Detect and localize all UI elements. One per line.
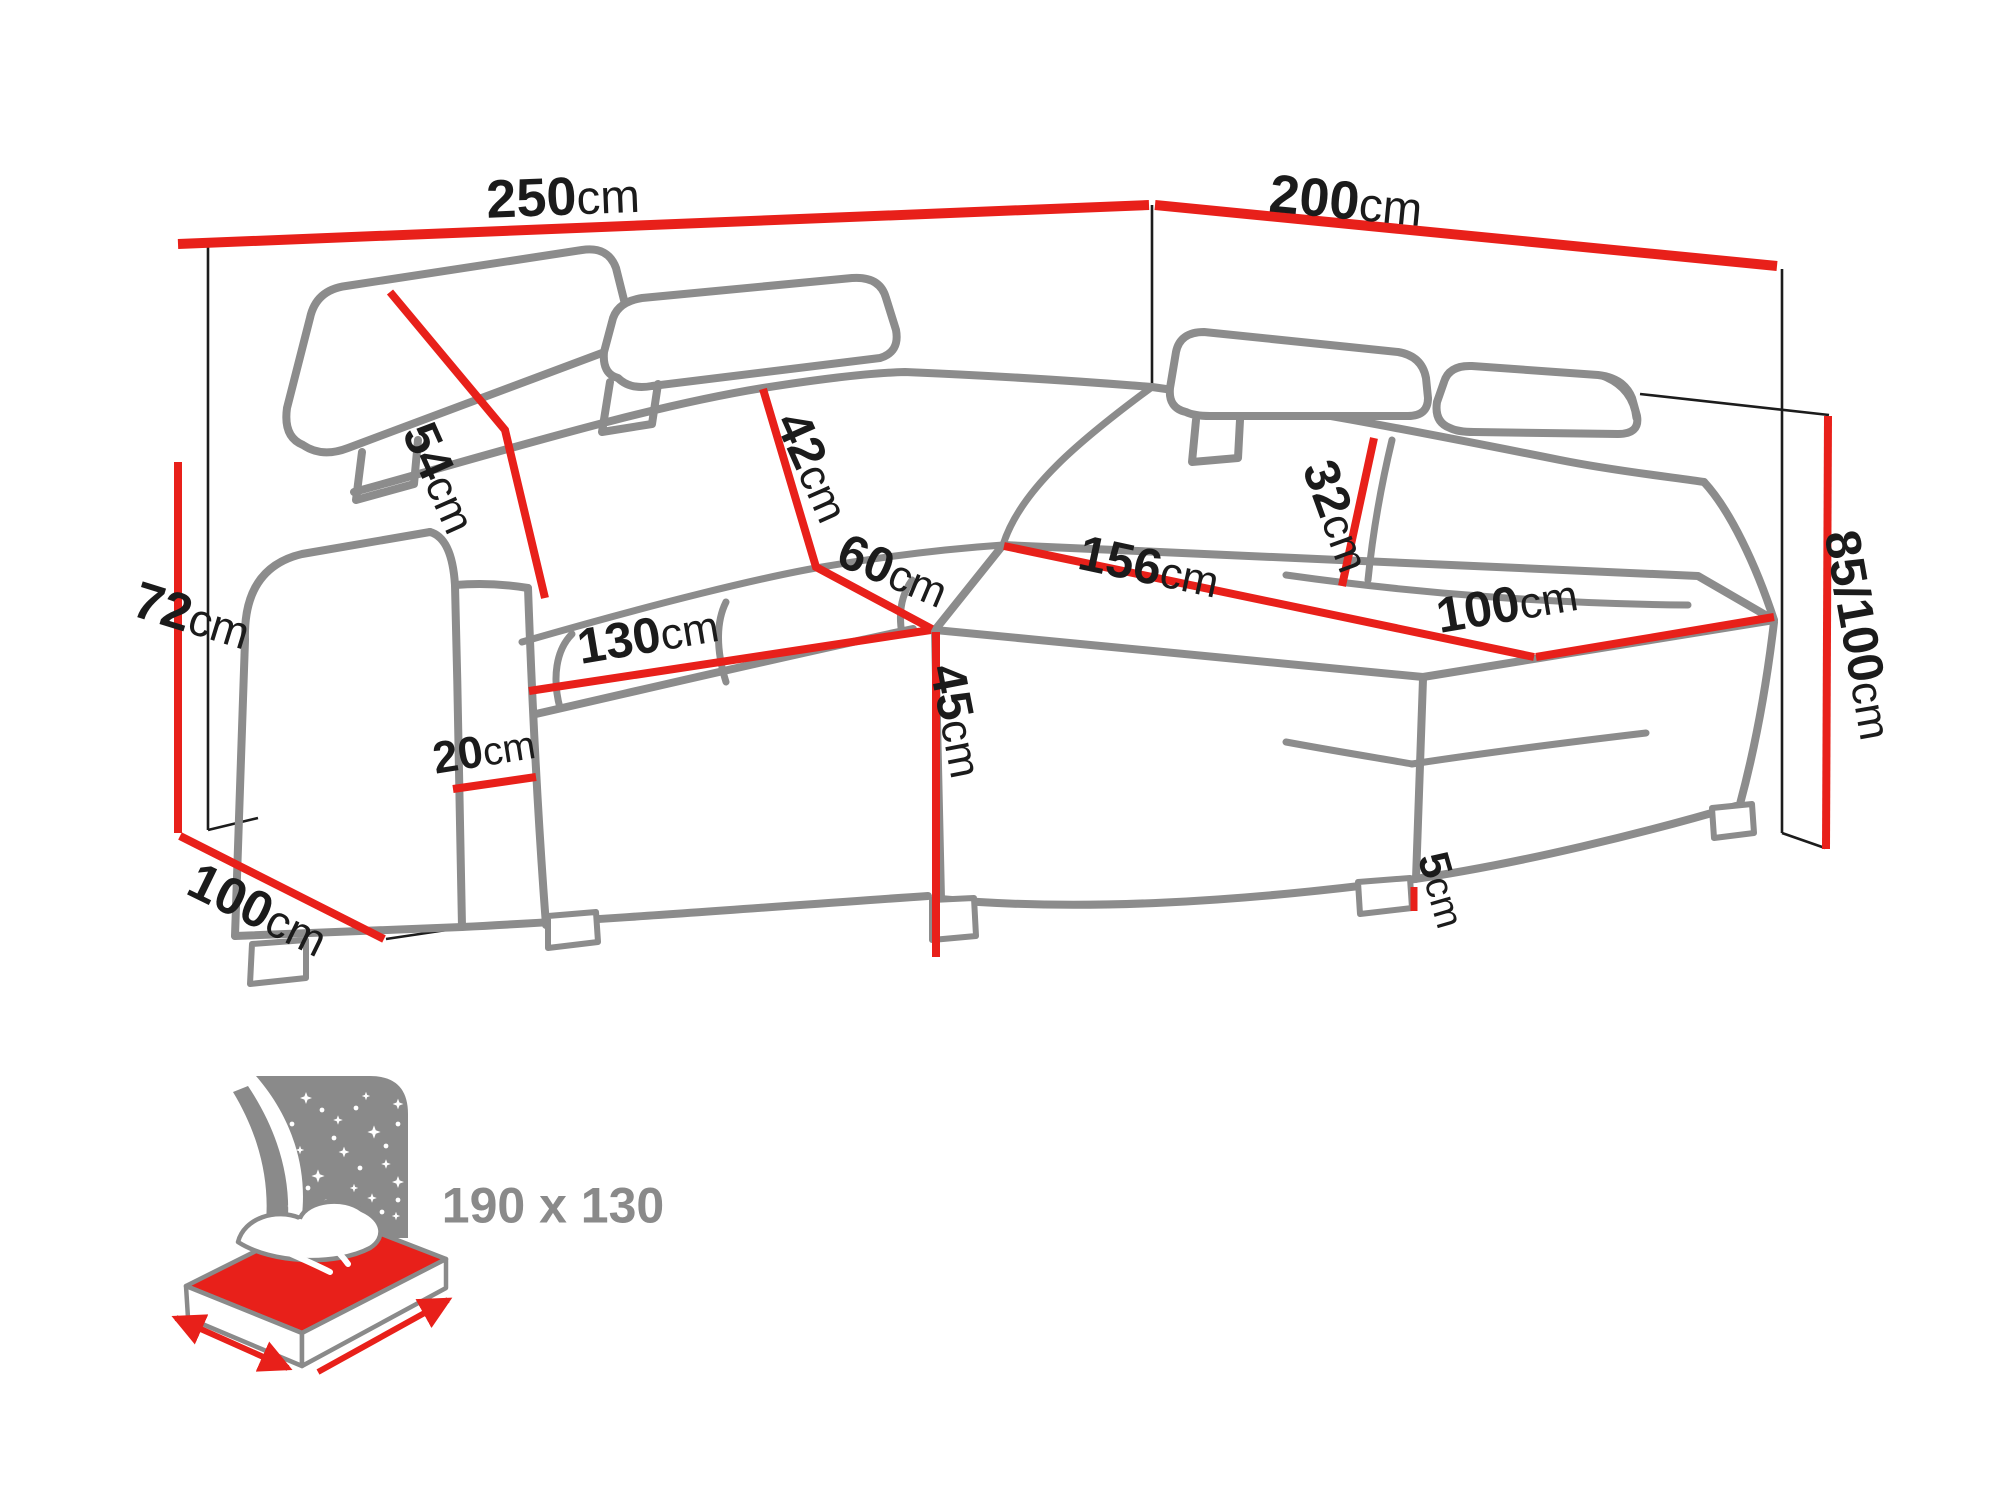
chaise-right-edge	[1736, 618, 1778, 808]
headrest-1	[282, 245, 633, 457]
height-extension-right	[1639, 392, 1830, 417]
base-bottom-right	[936, 802, 1740, 909]
armrest-front-inner-corner	[426, 528, 466, 931]
armrest-outer-edge	[231, 528, 434, 940]
dim-seat-height-label: 45cm	[919, 659, 996, 782]
sofa-legs	[247, 801, 1757, 987]
armrest-front-top	[451, 580, 532, 592]
dim-leg-height-label: 5cm	[1408, 847, 1476, 934]
headrest-2	[599, 273, 901, 391]
floor-extension-right	[1781, 831, 1826, 850]
sleeping-function-icon: 190 x 130	[171, 1076, 664, 1375]
sofa-right-back-corner	[1700, 478, 1778, 624]
sleeping-area-size-label: 190 x 130	[442, 1178, 664, 1234]
dim-line-armrest-width	[452, 773, 537, 793]
night-sky-swoosh	[233, 1086, 289, 1238]
dim-side-height-label: 72cm	[127, 571, 258, 661]
dim-seat-width-label: 130cm	[573, 596, 722, 675]
dimension-lines	[174, 200, 1832, 957]
mattress-side-right	[299, 1256, 449, 1369]
dim-line-wall-left	[177, 200, 1150, 249]
dim-line-backrest-seat-depth	[759, 387, 934, 633]
backrest-right-seam	[1364, 436, 1396, 584]
dim-armrest-width-label: 20cm	[429, 717, 539, 783]
headrest-1-support	[352, 436, 422, 504]
dim-line-chaise-length	[1003, 542, 1535, 661]
dim-line-back-height	[1822, 415, 1832, 850]
headrest-3-support	[1188, 416, 1244, 466]
backrest-left-top-edge	[350, 368, 1156, 496]
dim-line-wall-right	[1154, 200, 1778, 271]
dim-line-chaise-width	[1535, 613, 1775, 661]
corner-back-seam	[999, 383, 1156, 549]
backrest-left-bottom-seam	[518, 541, 1007, 646]
room-frame	[206, 205, 1830, 941]
headrest-4-roll-cap	[1598, 372, 1640, 422]
dim-line-headrest-left	[386, 289, 549, 599]
cushion-gap-3	[896, 576, 916, 638]
leg-5	[1709, 801, 1757, 841]
base-bottom-left	[231, 892, 932, 940]
dim-chaise-width-label: 100cm	[1432, 565, 1581, 644]
dim-line-seat-width	[528, 626, 932, 695]
headrest-3	[1165, 328, 1432, 420]
sofa-line-art	[231, 245, 1778, 987]
size-arrow-right	[316, 1297, 453, 1375]
dim-wall-right-label: 200cm	[1267, 164, 1425, 238]
chaise-front-bend-edge	[1412, 675, 1427, 883]
duvet-fold-1	[297, 1219, 351, 1267]
headrest-2-support	[598, 378, 662, 436]
chaise-storage-seam	[1282, 729, 1650, 768]
size-arrow-left	[171, 1314, 293, 1372]
dim-wall-left-label: 250cm	[485, 164, 641, 230]
dim-line-headrest-right	[1338, 437, 1378, 587]
cushion-gap-2	[715, 598, 730, 686]
leg-4	[1355, 875, 1415, 917]
cushion-gap-1	[552, 630, 576, 712]
armrest-seat-seam	[524, 584, 550, 929]
floor-extension-left	[207, 816, 259, 832]
mattress	[171, 1199, 453, 1375]
duvet-fold-2	[257, 1237, 333, 1275]
leg-2	[545, 909, 601, 951]
dim-line-side-depth	[178, 832, 386, 943]
dim-backrest-label: 42cm	[765, 403, 863, 530]
leg-1	[247, 937, 309, 987]
